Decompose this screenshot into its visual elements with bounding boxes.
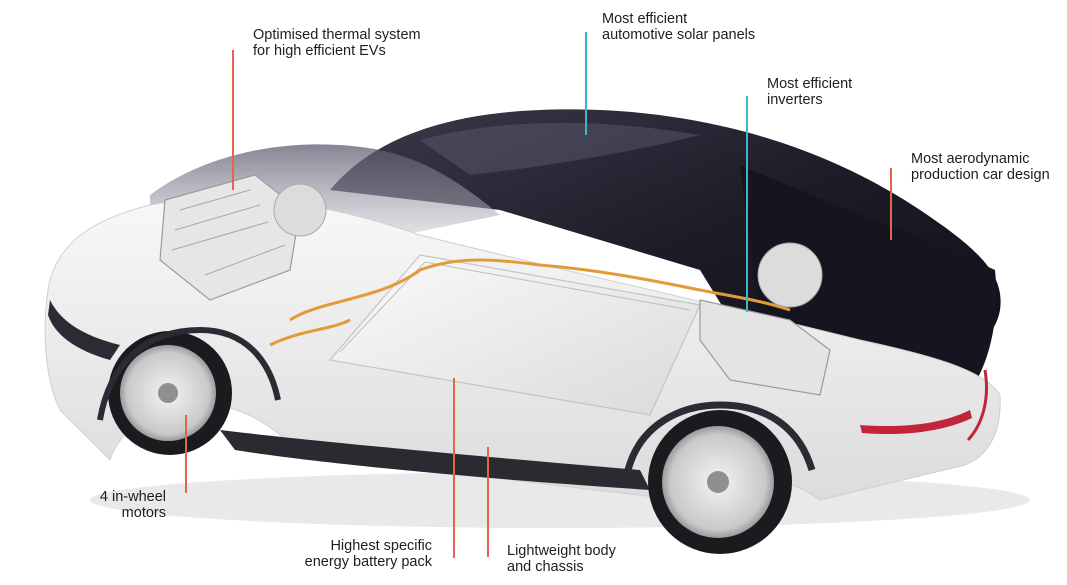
front-wheel — [108, 331, 232, 455]
leader-line-motors — [185, 415, 187, 493]
leader-line-solar — [585, 32, 587, 135]
callout-battery-pack: Highest specific energy battery pack — [280, 538, 432, 570]
callout-battery-line1: Highest specific — [330, 538, 432, 554]
leader-line-battery — [453, 378, 455, 558]
front-wheel-arch — [97, 326, 281, 421]
callout-aero-line2: production car design — [911, 167, 1050, 183]
inverter-unit — [699, 299, 831, 396]
rear-wheel — [648, 410, 792, 554]
battery-top-line — [339, 261, 691, 353]
callout-in-wheel-motors: 4 in-wheel motors — [80, 489, 166, 521]
side-skirt — [220, 430, 650, 490]
thermal-module — [159, 174, 301, 301]
callout-body-chassis: Lightweight body and chassis — [507, 543, 616, 575]
callout-aerodynamic-design: Most aerodynamic production car design — [911, 151, 1050, 183]
roof-highlight — [420, 122, 700, 175]
callout-chassis-line1: Lightweight body — [507, 543, 616, 559]
rear-light-vertical — [966, 369, 988, 442]
rear-wheel-arch — [624, 401, 816, 472]
callout-inverters-line2: inverters — [767, 92, 823, 108]
leader-line-thermal — [232, 50, 234, 190]
thermal-module-detail — [171, 189, 286, 276]
callout-battery-line2: energy battery pack — [304, 554, 432, 570]
wiring-harness — [289, 258, 791, 322]
callout-solar-panels: Most efficient automotive solar panels — [602, 11, 755, 43]
rear-light-bar — [860, 410, 972, 435]
leader-line-chassis — [487, 447, 489, 557]
callout-motors-line1: 4 in-wheel — [99, 489, 166, 505]
leader-line-inverters — [746, 96, 748, 312]
callout-aero-line1: Most aerodynamic — [911, 151, 1030, 167]
callout-motors-line2: motors — [121, 505, 166, 521]
front-strut — [273, 183, 327, 237]
callout-solar-line2: automotive solar panels — [602, 27, 756, 43]
callout-inverters-line1: Most efficient — [767, 76, 853, 92]
callout-chassis-line2: and chassis — [507, 559, 584, 575]
front-bumper — [48, 300, 120, 360]
rear-strut — [757, 242, 823, 308]
callout-thermal-system: Optimised thermal system for high effici… — [253, 27, 421, 59]
callout-inverters: Most efficient inverters — [767, 76, 852, 108]
leader-line-aero — [890, 168, 892, 240]
callout-thermal-line2: for high efficient EVs — [253, 43, 386, 59]
callout-solar-line1: Most efficient — [602, 11, 688, 27]
callout-thermal-line1: Optimised thermal system — [253, 27, 421, 43]
